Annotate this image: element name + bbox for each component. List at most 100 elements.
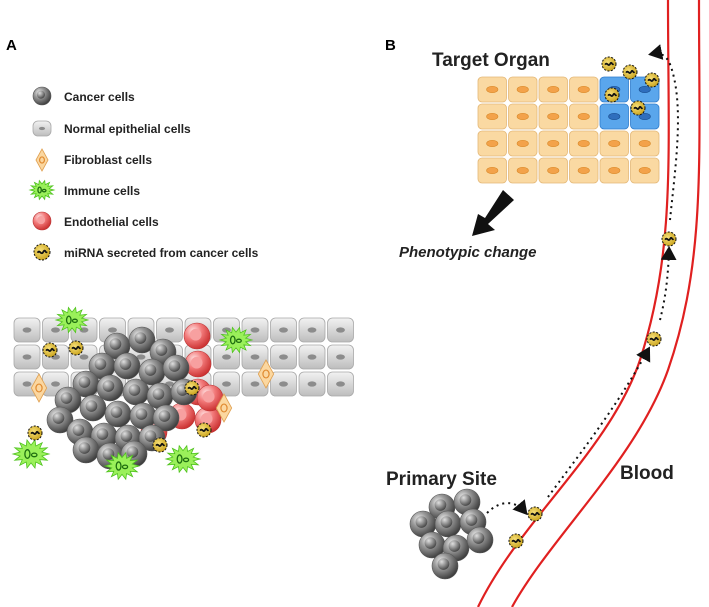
cancer-cell: [96, 374, 124, 402]
organ-cell: [630, 130, 660, 157]
legend-label-cancer: Cancer cells: [64, 90, 135, 104]
cancer-cell: [104, 400, 132, 428]
organ-cell: [477, 76, 507, 103]
legend-label-immune: Immune cells: [64, 184, 141, 198]
organ-cell: [599, 157, 629, 184]
blood-label: Blood: [620, 463, 674, 484]
epithelial-cell: [13, 344, 41, 370]
panel-b-letter: B: [385, 37, 396, 54]
mirna-vesicle: [152, 437, 168, 453]
cancer-cell: [409, 510, 437, 538]
cancer-cell: [72, 436, 100, 464]
cancer-cell: [113, 352, 141, 380]
primary-site-label: Primary Site: [386, 469, 497, 490]
mirna-vesicle: [527, 506, 543, 522]
fibroblast-cell: [35, 148, 49, 172]
legend-label-mirna: miRNA secreted from cancer cells: [64, 246, 259, 260]
circulating-mirna-vesicles: [508, 231, 677, 549]
epithelial-cell: [327, 317, 354, 343]
cancer-cell: [122, 378, 150, 406]
organ-cell: [538, 157, 568, 184]
organ-cell: [569, 76, 599, 103]
phenotypic-change-label: Phenotypic change: [399, 244, 537, 261]
organ-cell: [599, 130, 629, 157]
phenotypic-change-arrow: [472, 190, 514, 236]
cancer-cell: [72, 370, 100, 398]
epithelial-cell: [32, 120, 52, 137]
cancer-cell: [32, 86, 52, 106]
mirna-vesicle: [630, 100, 646, 116]
fibroblast-cell: [257, 359, 275, 389]
cancer-cell: [162, 354, 190, 382]
epithelial-cell: [270, 344, 297, 370]
epithelial-cell: [327, 371, 354, 397]
cancer-cell: [418, 531, 446, 559]
organ-cell-changed: [599, 103, 629, 130]
cancer-cell: [453, 488, 481, 516]
legend-label-fibroblast: Fibroblast cells: [64, 153, 153, 167]
epithelial-cell: [298, 317, 326, 343]
immune-cell: [164, 444, 202, 474]
cancer-cell: [431, 552, 459, 580]
mirna-vesicle: [661, 231, 677, 247]
immune-cell: [28, 179, 56, 201]
epithelial-cell: [241, 344, 269, 370]
organ-cell: [630, 157, 660, 184]
fibroblast-cell: [215, 393, 233, 423]
endothelial-cell: [32, 211, 52, 231]
legend-label-endothelial: Endothelial cells: [64, 215, 159, 229]
legend-icons: [28, 86, 56, 261]
organ-cell: [508, 130, 538, 157]
target-organ-label: Target Organ: [432, 50, 550, 71]
cancer-cell: [466, 526, 494, 554]
immune-cell: [54, 306, 90, 334]
cancer-cell: [79, 394, 107, 422]
mirna-vesicle: [27, 425, 43, 441]
endothelial-cell: [183, 322, 211, 350]
mirna-circulation-path: [486, 44, 679, 516]
immune-cell: [103, 451, 141, 481]
primary-tumor-tissue: [11, 306, 354, 481]
organ-cell: [508, 76, 538, 103]
cancer-cell: [128, 326, 156, 354]
epithelial-cell: [156, 317, 183, 343]
immune-cell: [218, 326, 254, 354]
organ-cell: [569, 130, 599, 157]
organ-cell: [569, 157, 599, 184]
panel-a-letter: A: [6, 37, 17, 54]
mirna-vesicle: [68, 340, 84, 356]
organ-cell: [538, 76, 568, 103]
mirna-vesicle: [622, 64, 638, 80]
immune-cell: [11, 439, 51, 469]
epithelial-cell: [270, 371, 297, 397]
mirna-vesicle: [184, 380, 200, 396]
epithelial-cell: [298, 344, 326, 370]
organ-cell: [477, 157, 507, 184]
cancer-cell: [434, 510, 462, 538]
organ-cell: [508, 103, 538, 130]
mirna-vesicle: [646, 331, 662, 347]
organ-cell: [538, 103, 568, 130]
mirna-vesicle: [508, 533, 524, 549]
mirna-vesicle: [33, 243, 51, 261]
epithelial-cell: [13, 317, 41, 343]
organ-cell: [477, 130, 507, 157]
cancer-cell: [90, 422, 118, 450]
mirna-vesicle: [644, 72, 660, 88]
cancer-cell: [152, 404, 180, 432]
endothelial-cell: [184, 350, 212, 378]
legend-label-epithelial: Normal epithelial cells: [64, 122, 191, 136]
epithelial-cell: [270, 317, 297, 343]
organ-cell: [508, 157, 538, 184]
target-organ-tissue: [477, 56, 660, 184]
cancer-cell: [146, 382, 174, 410]
organ-cell: [538, 130, 568, 157]
organ-cell: [569, 103, 599, 130]
cancer-cell: [138, 358, 166, 386]
epithelial-cell: [298, 371, 326, 397]
cancer-cell: [103, 332, 131, 360]
primary-site-cluster: [409, 488, 494, 580]
organ-cell: [477, 103, 507, 130]
